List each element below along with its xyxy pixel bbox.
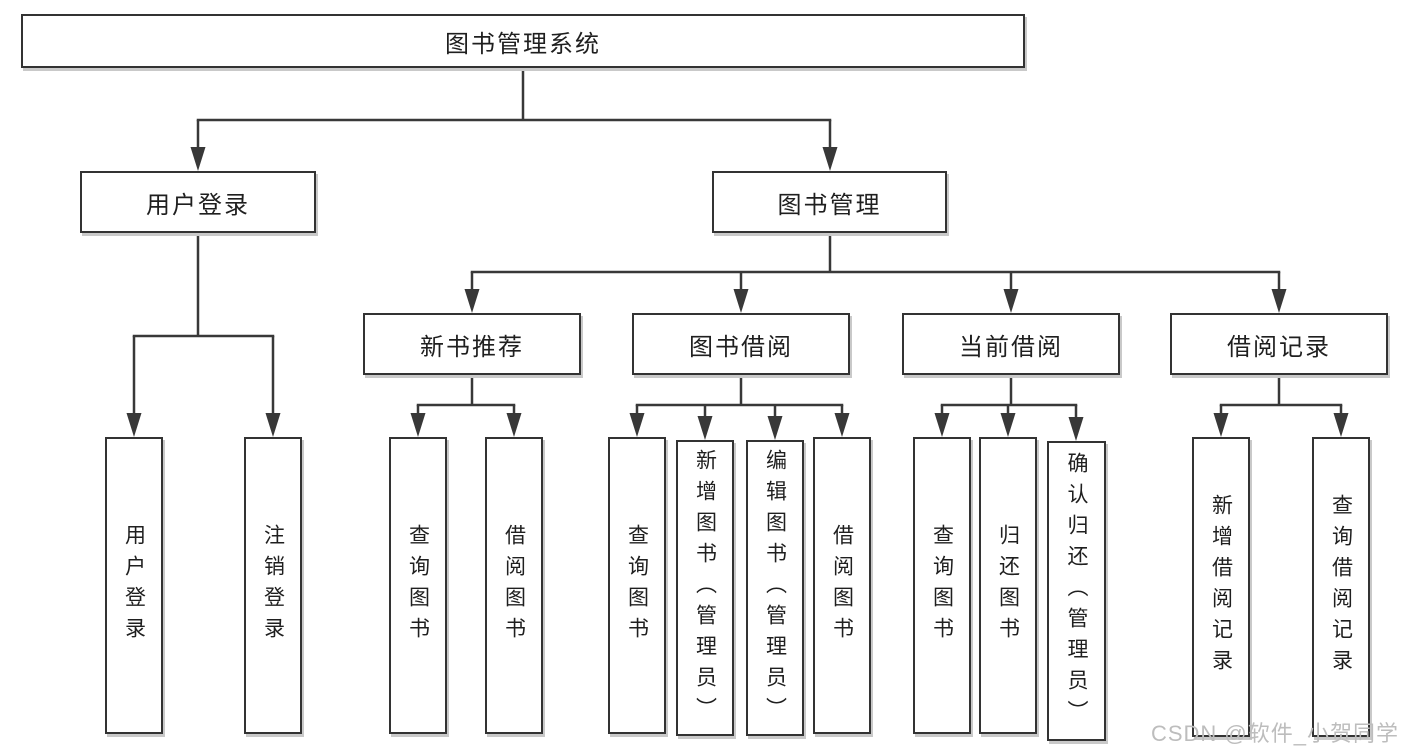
leaf-add-borrow-record: 新增借阅记录 <box>1192 437 1250 737</box>
leaf-query-books-borrowing: 查询图书 <box>608 437 666 734</box>
leaf-add-book-admin: 新增图书（管理员） <box>676 440 734 736</box>
leaf-edit-book-admin: 编辑图书（管理员） <box>746 440 804 736</box>
leaf-user-login: 用户登录 <box>105 437 163 734</box>
leaf-borrow-books-borrowing: 借阅图书 <box>813 437 871 734</box>
node-borrowing-records: 借阅记录 <box>1170 313 1388 375</box>
node-library-management-system: 图书管理系统 <box>21 14 1025 68</box>
leaf-query-borrow-record: 查询借阅记录 <box>1312 437 1370 737</box>
node-user-login: 用户登录 <box>80 171 316 233</box>
watermark: CSDN @软件_小贺同学 <box>1150 721 1399 746</box>
node-new-book-recommendation: 新书推荐 <box>363 313 581 375</box>
leaf-query-books-current: 查询图书 <box>913 437 971 734</box>
leaf-query-books-recommend: 查询图书 <box>389 437 447 734</box>
node-book-borrowing: 图书借阅 <box>632 313 850 375</box>
leaf-borrow-books-recommend: 借阅图书 <box>485 437 543 734</box>
leaf-return-books: 归还图书 <box>979 437 1037 734</box>
node-book-management: 图书管理 <box>712 171 947 233</box>
leaf-confirm-return-admin: 确认归还（管理员） <box>1047 441 1106 741</box>
leaf-logout-login: 注销登录 <box>244 437 302 734</box>
node-current-borrowing: 当前借阅 <box>902 313 1120 375</box>
